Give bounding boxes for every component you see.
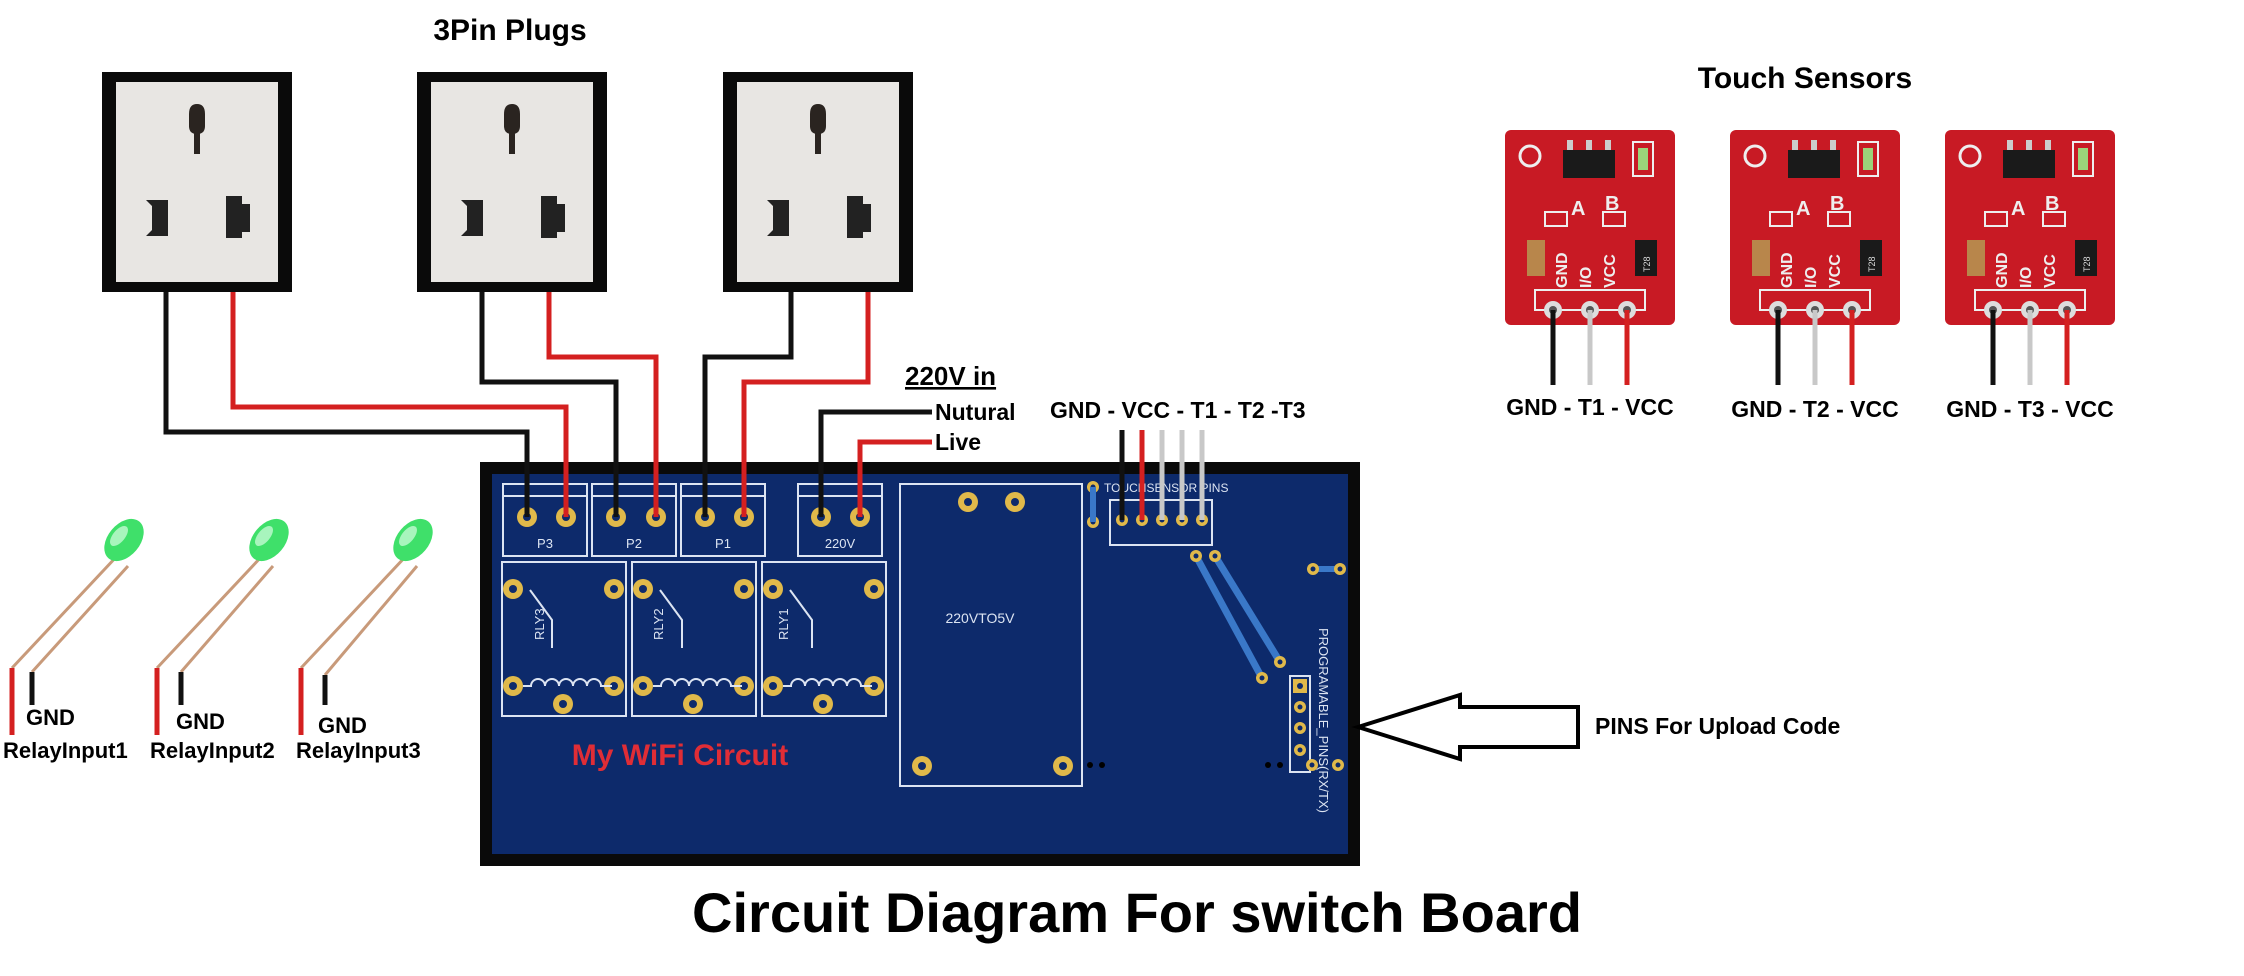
led-3-input-label: RelayInput3 <box>296 738 421 763</box>
plugs-heading: 3Pin Plugs <box>433 14 586 47</box>
touch-sensor-3: A B GND I/O VCC T28 <box>1945 130 2115 325</box>
power-input-title: 220V in <box>905 361 996 391</box>
terminal-p3: P3 <box>502 483 588 557</box>
sensor-silk-gnd: GND <box>1554 252 1571 288</box>
relay-label-rly1: RLY1 <box>776 608 791 640</box>
relay-rly2: RLY2 <box>631 561 757 717</box>
led-2-gnd-label: GND <box>176 709 225 734</box>
sensor-silk-vcc: VCC <box>1602 254 1619 288</box>
power-neutral-label: Nutural <box>935 399 1016 425</box>
upload-pins-label: PINS For Upload Code <box>1595 713 1840 739</box>
programming-header-label: PROGRAMABLE_PINS(RX/TX) <box>1316 628 1331 813</box>
terminal-label-p1: P1 <box>715 536 731 551</box>
sensor-bus-wires <box>1119 430 1205 520</box>
led-2-input-label: RelayInput2 <box>150 738 275 763</box>
sensor-chip-label: T28 <box>2082 256 2092 272</box>
relay-label-rly3: RLY3 <box>532 608 547 640</box>
sensor-silk-a: A <box>1571 198 1585 220</box>
sensor-silk-io: I/O <box>1578 267 1595 288</box>
sensor-silk-a: A <box>2011 198 2025 220</box>
sensor-1-pin-label: GND - T1 - VCC <box>1506 394 1673 420</box>
terminal-label-220v: 220V <box>825 536 856 551</box>
sensor-silk-gnd: GND <box>1779 252 1796 288</box>
sensor-silk-io: I/O <box>2018 267 2035 288</box>
plug-wires <box>163 292 932 517</box>
terminal-p2: P2 <box>591 483 677 557</box>
sensor-silk-vcc: VCC <box>1827 254 1844 288</box>
pcb-board: P3 P2 P1 220V RLY3 <box>480 462 1360 866</box>
led-2 <box>154 518 289 735</box>
plug-socket-3 <box>102 72 292 292</box>
sensor-silk-b: B <box>1605 193 1619 215</box>
relay-rly1: RLY1 <box>761 561 887 717</box>
programming-header: PROGRAMABLE_PINS(RX/TX) <box>1265 628 1344 813</box>
converter-label: 220VTO5V <box>945 610 1015 626</box>
led-1-gnd-label: GND <box>26 705 75 730</box>
converter-module: 220VTO5V <box>899 483 1105 787</box>
plug-socket-2 <box>417 72 607 292</box>
led-1-input-label: RelayInput1 <box>3 738 128 763</box>
upload-arrow-icon <box>1351 692 1580 762</box>
terminal-220v: 220V <box>797 483 883 557</box>
sensor-silk-b: B <box>2045 193 2059 215</box>
touch-header-label: TOUCHSENSOR PINS <box>1104 481 1228 495</box>
power-live-label: Live <box>935 429 981 455</box>
sensor-silk-b: B <box>1830 193 1844 215</box>
sensor-wires <box>1550 310 2070 385</box>
sensor-2-pin-label: GND - T2 - VCC <box>1731 396 1898 422</box>
sensors-heading: Touch Sensors <box>1698 62 1912 95</box>
led-3-gnd-label: GND <box>318 713 367 738</box>
pcb-traces <box>1190 550 1346 684</box>
touch-sensor-1: A B GND I/O VCC T28 <box>1505 130 1675 325</box>
sensor-silk-gnd: GND <box>1994 252 2011 288</box>
touch-sensor-2: A B GND I/O VCC T28 <box>1730 130 1900 325</box>
led-3 <box>298 518 433 735</box>
terminal-p1: P1 <box>680 483 766 557</box>
led-1 <box>9 518 144 735</box>
sensor-chip-label: T28 <box>1642 256 1652 272</box>
terminal-label-p3: P3 <box>537 536 553 551</box>
terminal-label-p2: P2 <box>626 536 642 551</box>
pcb-name: My WiFi Circuit <box>572 739 788 772</box>
sensor-bus-label: GND - VCC - T1 - T2 -T3 <box>1050 397 1306 423</box>
relay-rly3: RLY3 <box>501 561 627 717</box>
sensor-3-pin-label: GND - T3 - VCC <box>1946 396 2113 422</box>
sensor-silk-a: A <box>1796 198 1810 220</box>
sensor-silk-io: I/O <box>1803 267 1820 288</box>
diagram-title: Circuit Diagram For switch Board <box>692 881 1582 944</box>
sensor-silk-vcc: VCC <box>2042 254 2059 288</box>
plug-socket-1 <box>723 72 913 292</box>
relay-label-rly2: RLY2 <box>651 608 666 640</box>
sensor-chip-label: T28 <box>1867 256 1877 272</box>
